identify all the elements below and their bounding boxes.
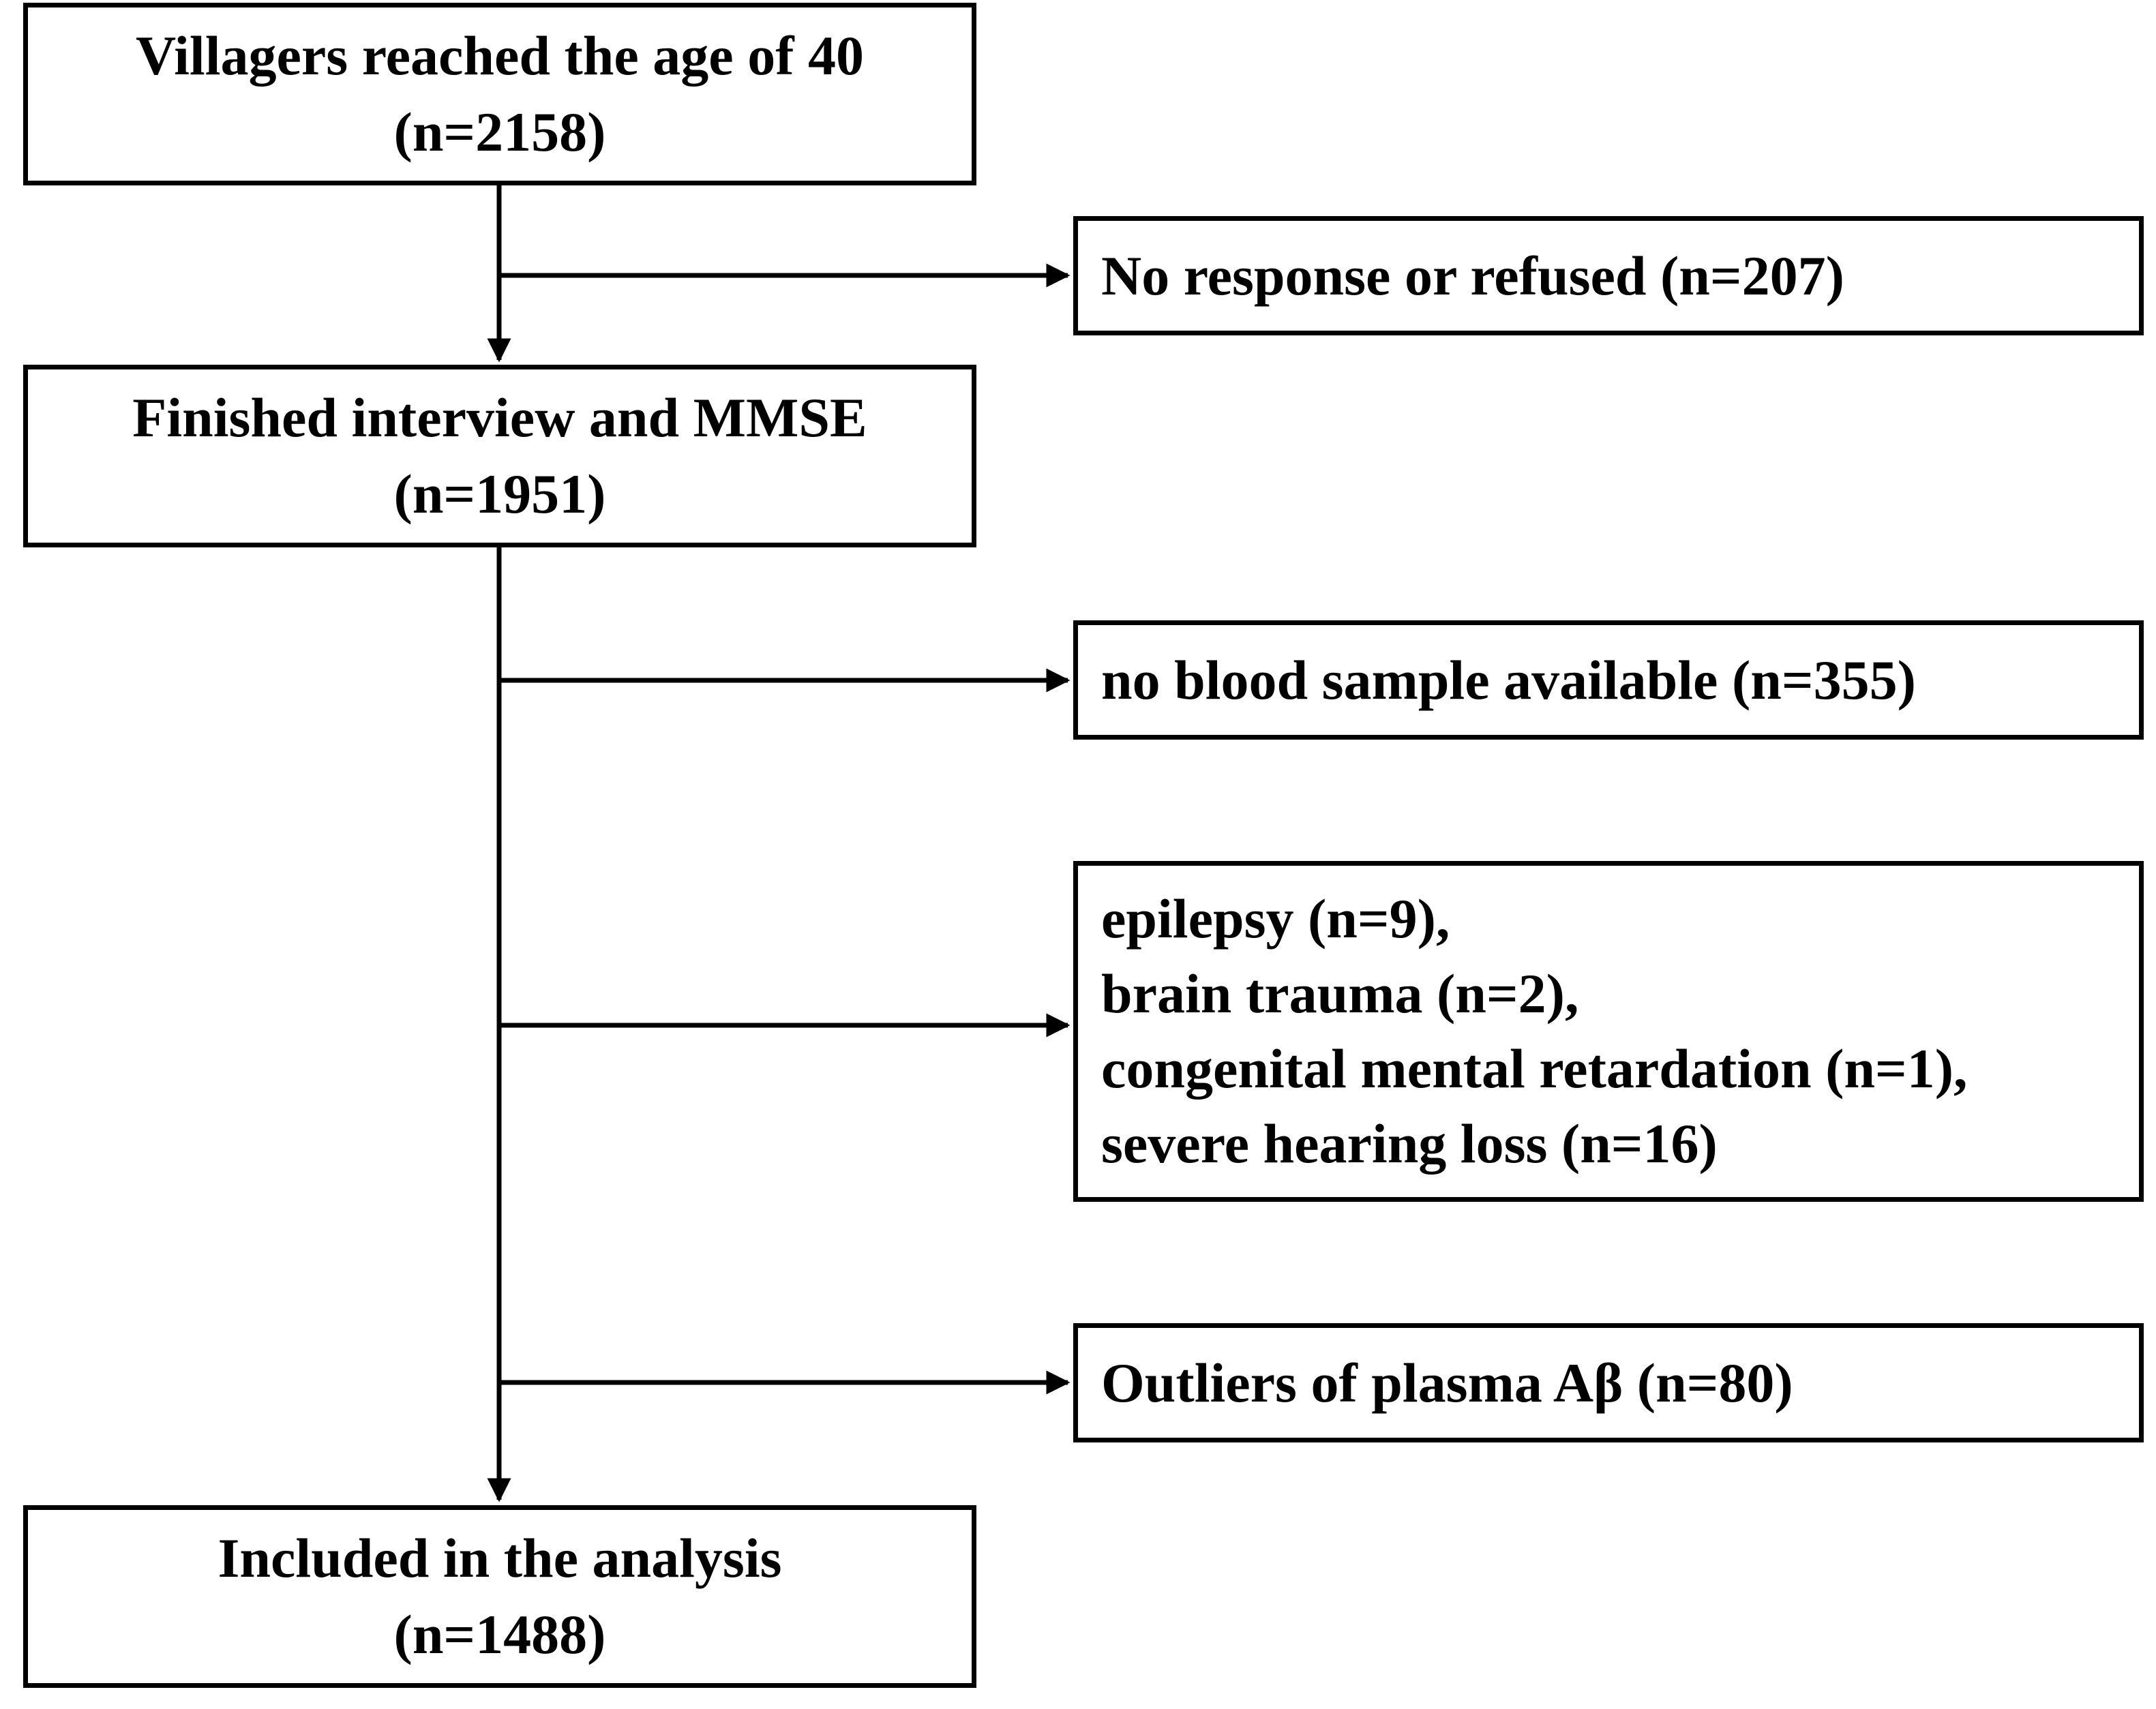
step-box-count: (n=1951) [393,463,606,525]
exclusion-text: congenital mental retardation (n=1), [1101,1038,1968,1100]
exclusion-box-no-response: No response or refused (n=207) [1073,216,2144,335]
step-box-interview: Finished interview and MMSE (n=1951) [23,365,976,547]
step-box-title: Included in the analysis [218,1527,782,1589]
step-box-count: (n=2158) [393,101,606,163]
step-box-title: Finished interview and MMSE [132,387,867,449]
exclusion-text: severe hearing loss (n=16) [1101,1113,1718,1175]
exclusion-box-outliers: Outliers of plasma Aβ (n=80) [1073,1323,2144,1442]
step-box-included: Included in the analysis (n=1488) [23,1505,976,1688]
exclusion-box-conditions: epilepsy (n=9), brain trauma (n=2), cong… [1073,861,2144,1202]
step-box-count: (n=1488) [393,1603,606,1665]
exclusion-text: Outliers of plasma Aβ (n=80) [1101,1351,1793,1414]
exclusion-box-no-blood: no blood sample available (n=355) [1073,620,2144,740]
exclusion-text: no blood sample available (n=355) [1101,648,1916,711]
exclusion-text: No response or refused (n=207) [1101,244,1844,307]
exclusion-text: brain trauma (n=2), [1101,963,1579,1025]
step-box-title: Villagers reached the age of 40 [135,25,865,87]
exclusion-text: epilepsy (n=9), [1101,888,1450,950]
step-box-villagers: Villagers reached the age of 40 (n=2158) [23,3,976,185]
